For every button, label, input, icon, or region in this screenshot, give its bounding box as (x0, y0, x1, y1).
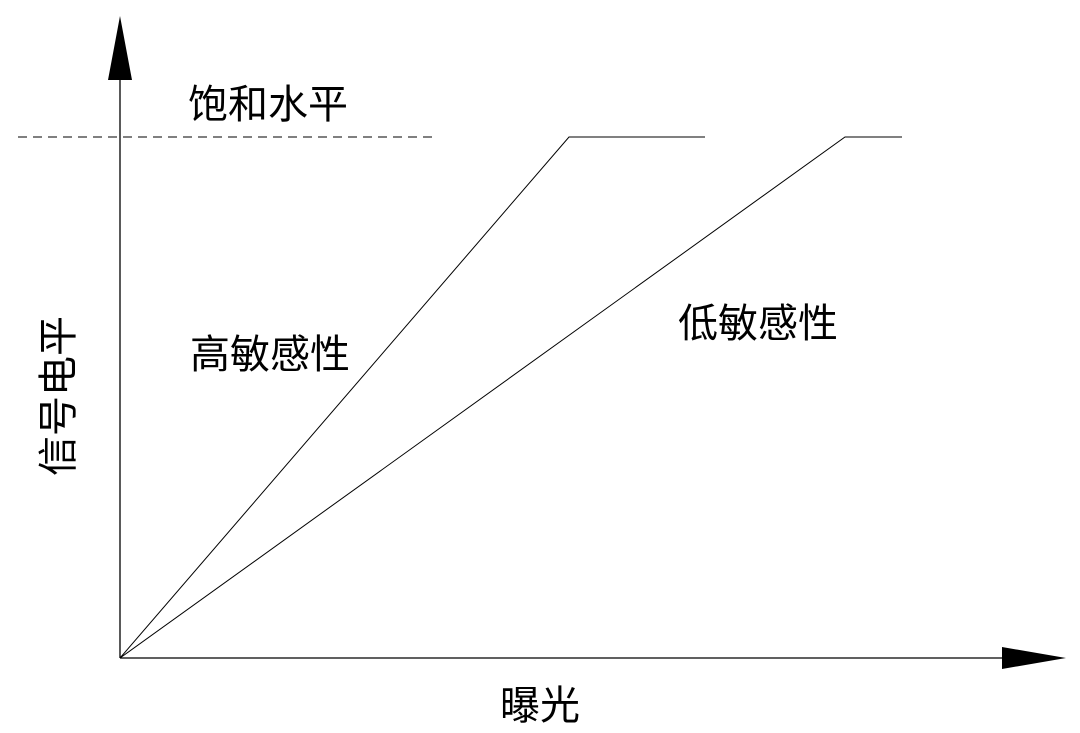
x-axis-label: 曝光 (500, 683, 580, 729)
saturation-level-label: 饱和水平 (188, 82, 348, 128)
low-sensitivity-curve (119, 136, 902, 659)
y-axis-arrow (108, 16, 132, 80)
x-axis-arrow (1002, 647, 1066, 669)
high-sensitivity-label: 高敏感性 (190, 332, 350, 378)
y-axis-label: 信号电平 (36, 316, 82, 476)
low-sensitivity-label: 低敏感性 (678, 301, 838, 347)
high-sensitivity-curve (119, 136, 705, 659)
